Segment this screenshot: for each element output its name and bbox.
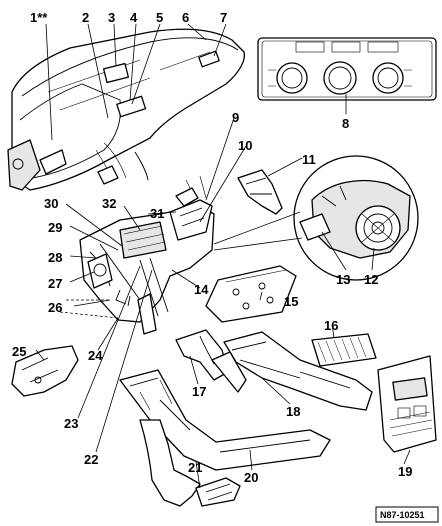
- callout-8: 8: [342, 116, 349, 131]
- heater-housing-assembly: [59, 175, 215, 335]
- callout-3: 3: [108, 10, 115, 25]
- callout-5: 5: [156, 10, 163, 25]
- climate-control-unit: [257, 37, 437, 101]
- callout-31: 31: [150, 206, 164, 221]
- part-11-duct-piece: [237, 169, 283, 215]
- callout-12: 12: [364, 272, 378, 287]
- callout-27: 27: [48, 276, 62, 291]
- callout-32: 32: [102, 196, 116, 211]
- callout-4: 4: [130, 10, 138, 25]
- callout-13: 13: [336, 272, 350, 287]
- callout-2: 2: [82, 10, 89, 25]
- reference-code-box: N87-10251: [375, 506, 439, 523]
- callout-21: 21: [188, 460, 202, 475]
- part-17-18-air-duct: [175, 329, 373, 411]
- callout-17: 17: [192, 384, 206, 399]
- callout-6: 6: [182, 10, 189, 25]
- callout-11: 11: [302, 152, 316, 167]
- callout-30: 30: [44, 196, 58, 211]
- leader-lines: [35, 23, 411, 489]
- dashboard-panel: [7, 28, 246, 191]
- callout-18: 18: [286, 404, 300, 419]
- callout-24: 24: [88, 348, 103, 363]
- callout-14: 14: [194, 282, 209, 297]
- blower-motor-detail: [213, 155, 419, 281]
- callout-29: 29: [48, 220, 62, 235]
- callout-1: 1**: [30, 10, 48, 25]
- callout-26: 26: [48, 300, 62, 315]
- reference-code: N87-10251: [380, 510, 425, 520]
- callout-28: 28: [48, 250, 62, 265]
- callout-15: 15: [284, 294, 298, 309]
- part-15-plate: [205, 265, 297, 323]
- callout-25: 25: [12, 344, 26, 359]
- callout-10: 10: [238, 138, 252, 153]
- callout-19: 19: [398, 464, 412, 479]
- callout-23: 23: [64, 416, 78, 431]
- part-19-vent: [377, 355, 437, 453]
- callout-9: 9: [232, 110, 239, 125]
- callout-20: 20: [244, 470, 258, 485]
- callout-22: 22: [84, 452, 98, 467]
- callout-labels: 1** 2 3 4 5 6 7 8 9 10 11 12 13 14 15 16…: [12, 10, 412, 485]
- callout-16: 16: [324, 318, 338, 333]
- part-16-filter: [311, 333, 377, 367]
- callout-7: 7: [220, 10, 227, 25]
- part-20-floor-duct: [119, 369, 331, 507]
